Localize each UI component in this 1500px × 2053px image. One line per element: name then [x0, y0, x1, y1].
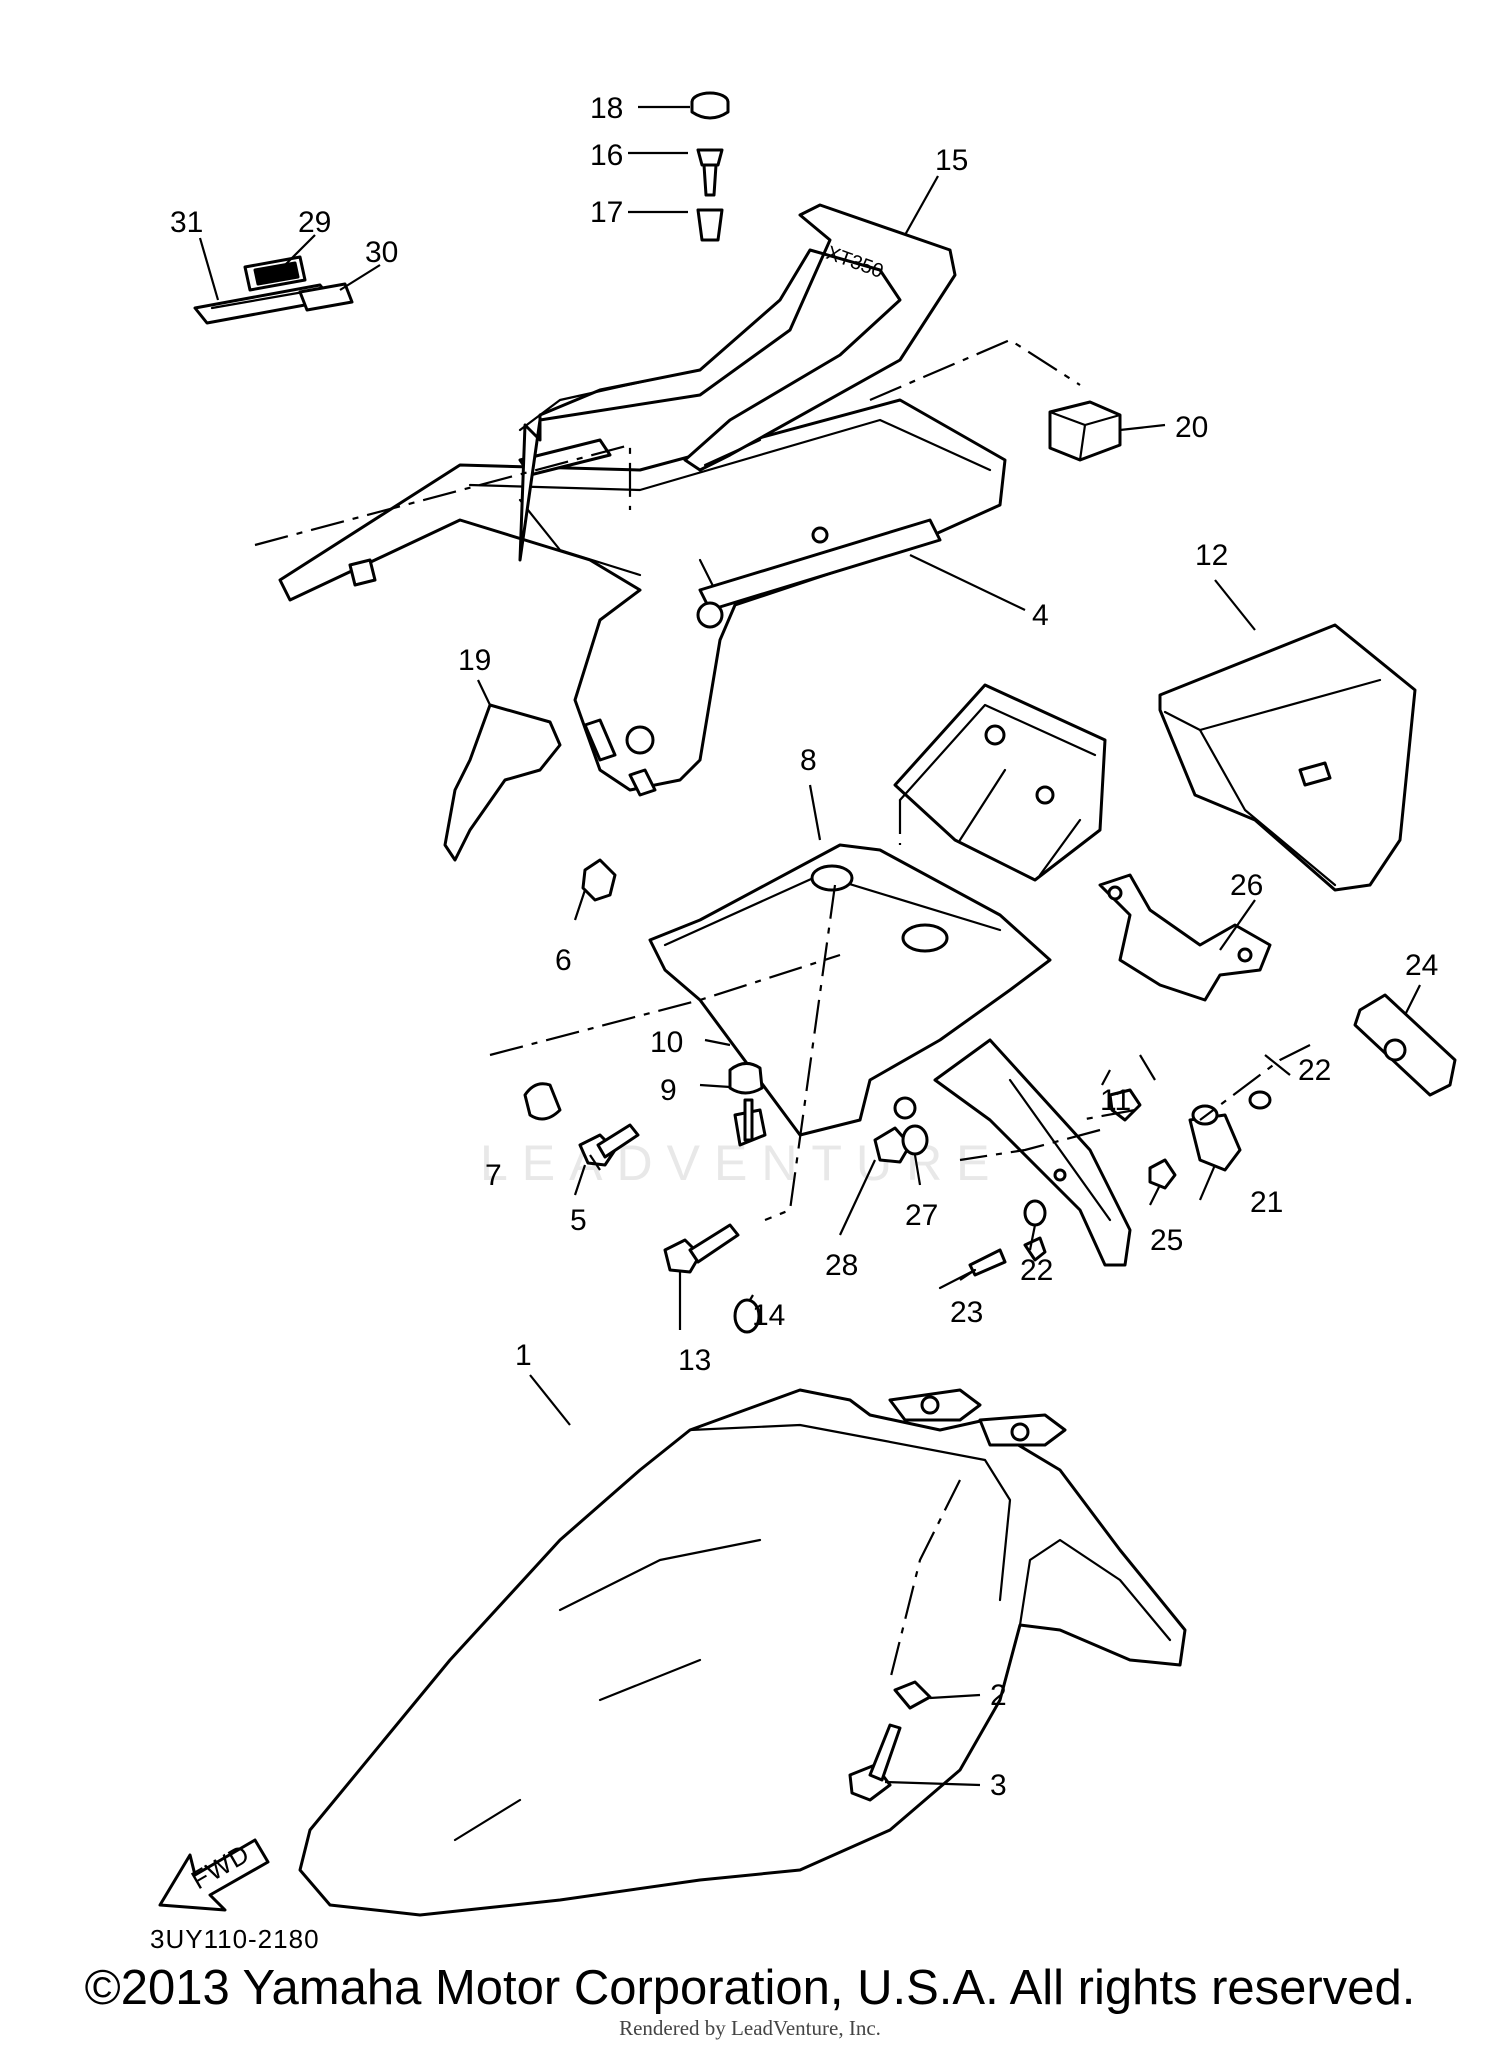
- tail-light-cover: [1158, 623, 1417, 892]
- callout-28: 28: [825, 1249, 858, 1282]
- callout-1: 1: [515, 1339, 532, 1372]
- callout-2: 2: [990, 1679, 1007, 1712]
- callout-15: 15: [935, 144, 968, 177]
- callout-4: 4: [1032, 599, 1049, 632]
- callout-22a: 22: [1298, 1054, 1331, 1087]
- emblem-decals: [193, 255, 354, 325]
- callout-5: 5: [570, 1204, 587, 1237]
- callout-8: 8: [800, 744, 817, 777]
- callout-11: 11: [1100, 1084, 1131, 1117]
- callout-14: 14: [752, 1299, 785, 1332]
- callout-9: 9: [660, 1074, 677, 1107]
- front-fender: [298, 1388, 1187, 1917]
- bracket-26: [1098, 873, 1272, 1002]
- leader-lines: [198, 105, 1421, 1787]
- callout-labels: 1 2 3 4 5 6 7 8 9 10 11 12 13 14 15 16 1…: [170, 92, 1438, 1802]
- sponge-pad: [1048, 400, 1122, 462]
- callout-31: 31: [170, 206, 203, 239]
- tail-bracket: [893, 683, 1107, 882]
- rear-cowl: [278, 398, 1007, 797]
- rail-fasteners: [690, 91, 730, 242]
- callout-27: 27: [905, 1199, 938, 1232]
- callout-6: 6: [555, 944, 572, 977]
- callout-19: 19: [458, 644, 491, 677]
- reflector: [1188, 1104, 1242, 1172]
- callout-22b: 22: [1020, 1254, 1053, 1287]
- callout-26: 26: [1230, 869, 1263, 902]
- callout-18: 18: [590, 92, 623, 125]
- callout-10: 10: [650, 1026, 683, 1059]
- callout-16: 16: [590, 139, 623, 172]
- callout-7: 7: [485, 1159, 502, 1192]
- callout-23: 23: [950, 1296, 983, 1329]
- callout-21: 21: [1250, 1186, 1283, 1219]
- copyright-notice: ©2013 Yamaha Motor Corporation, U.S.A. A…: [84, 1961, 1416, 2015]
- render-credit: Rendered by LeadVenture, Inc.: [619, 2016, 881, 2040]
- part-code: 3UY110-2180: [150, 1924, 320, 1954]
- callout-29: 29: [298, 206, 331, 239]
- callout-20: 20: [1175, 411, 1208, 444]
- license-light: [1353, 993, 1457, 1097]
- callout-17: 17: [590, 196, 623, 229]
- callout-3: 3: [990, 1769, 1007, 1802]
- flap-19: [443, 703, 562, 862]
- callout-12: 12: [1195, 539, 1228, 572]
- callout-30: 30: [365, 236, 398, 269]
- callout-13: 13: [678, 1344, 711, 1377]
- fwd-arrow-icon: FWD: [158, 1838, 270, 1912]
- callout-25: 25: [1150, 1224, 1183, 1257]
- callout-24: 24: [1405, 949, 1438, 982]
- grab-rail: XT350: [518, 203, 957, 562]
